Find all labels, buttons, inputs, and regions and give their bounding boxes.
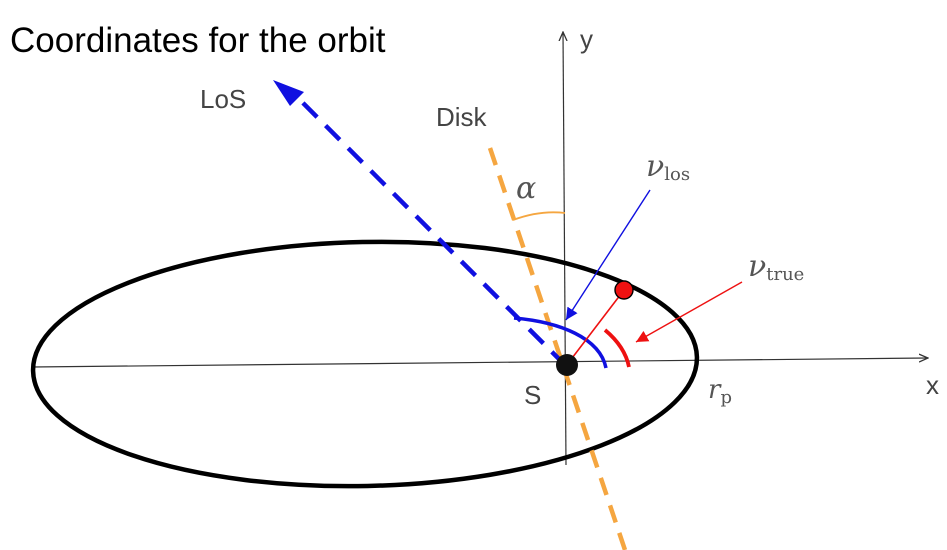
disk-label: Disk [436,102,488,132]
y-axis [563,32,566,466]
orbiting-body-marker [614,280,634,300]
disk-line [487,147,628,550]
nu-los-pointer [565,189,651,321]
x-axis-label: x [926,370,939,400]
alpha-angle-arc [512,211,566,221]
los-line [296,96,568,368]
central-star [556,354,578,376]
nu-los-arc [513,316,608,369]
alpha-symbol: α [516,171,536,206]
radius-to-body [565,289,625,367]
star-label: S [524,380,541,410]
los-label: LoS [200,84,246,114]
y-axis-label: y [580,24,593,54]
los-arrowhead [273,80,304,106]
nu-true-arc [603,328,631,368]
orbit-ellipse [30,239,700,489]
nu-los-label: νlos [646,149,690,185]
x-axis [31,358,928,368]
periapsis-label: rp [708,375,732,408]
nu-true-pointer [635,281,743,343]
diagram-title: Coordinates for the orbit [10,21,386,60]
nu-true-label: νtrue [748,249,804,285]
